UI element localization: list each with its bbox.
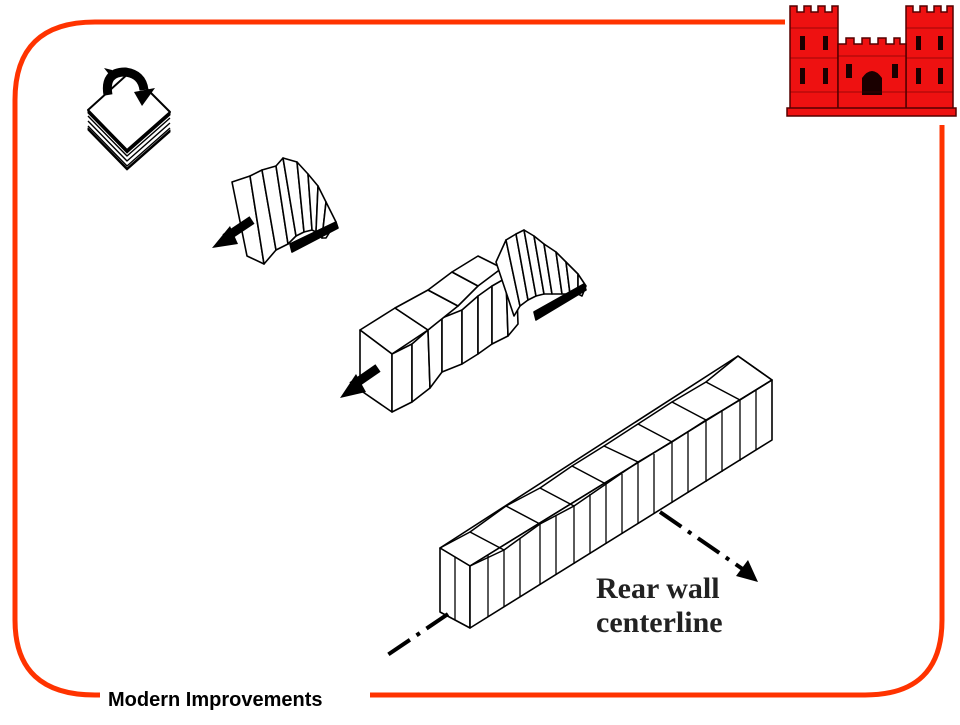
half-expanded-bundle [359,229,587,413]
dash-dot-arrow-icon [384,510,758,658]
curved-arrow-icon [102,67,155,106]
partially-unfolded-bundle [231,157,339,265]
rear-wall-centerline-label: Rear wall centerline [596,572,816,640]
slide-footer-title: Modern Improvements [100,686,331,714]
callout-line-2: centerline [596,606,723,639]
folded-bundle [87,71,171,171]
pull-arrow-icon [212,216,255,248]
castle-icon [786,5,957,117]
callout-line-1: Rear wall [596,572,720,605]
fully-expanded-wall [439,355,773,629]
slide-frame [12,19,945,698]
pull-arrow-icon [340,364,381,398]
